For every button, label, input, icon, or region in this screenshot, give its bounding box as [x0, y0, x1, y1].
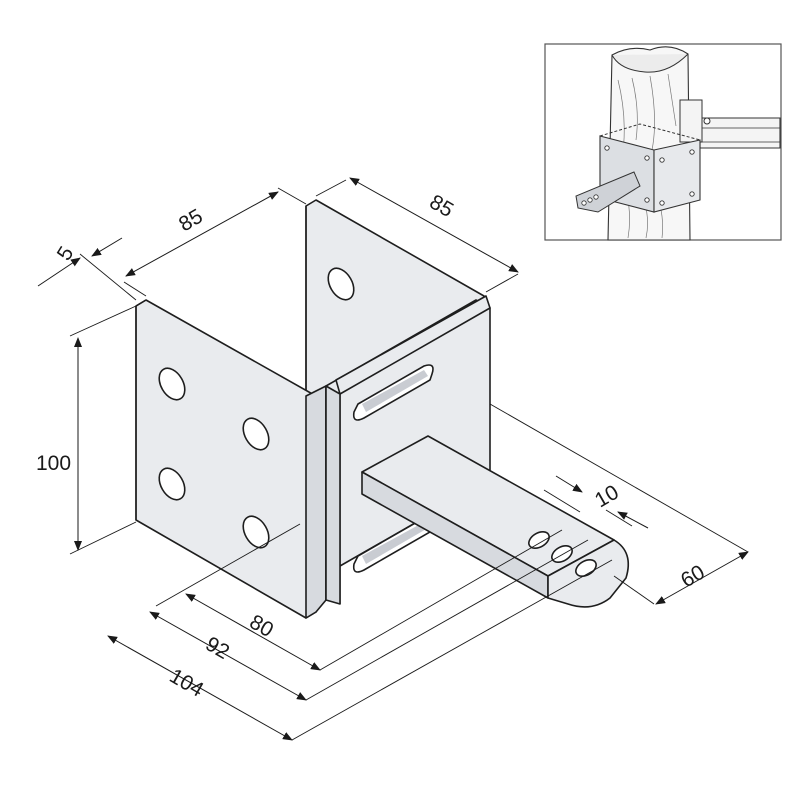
slot-left-2 — [242, 417, 270, 451]
slot-left-3 — [158, 467, 186, 501]
dim-length-104: 104 — [166, 664, 208, 702]
bracket-arm — [361, 435, 630, 608]
arm-hole-1 — [528, 531, 550, 549]
dim-width-left-85: 85 — [175, 205, 207, 237]
installation-inset — [544, 43, 782, 241]
slot-left-4 — [242, 515, 270, 549]
dim-height-100: 100 — [36, 452, 71, 475]
left-front-plate — [135, 299, 317, 619]
dim-length-80: 80 — [246, 610, 278, 642]
corner-bend — [305, 385, 327, 619]
inset-beam — [699, 117, 781, 149]
slot-left-1 — [158, 367, 186, 401]
slot-back-upper — [327, 267, 355, 301]
main-bracket — [135, 199, 630, 619]
dim-width-right-85: 85 — [426, 190, 458, 222]
inset-bracket — [575, 123, 701, 213]
dim-length-92: 92 — [202, 632, 234, 664]
dim-hole-spacing-10: 10 — [591, 481, 623, 513]
dim-arm-width-60: 60 — [677, 561, 709, 593]
